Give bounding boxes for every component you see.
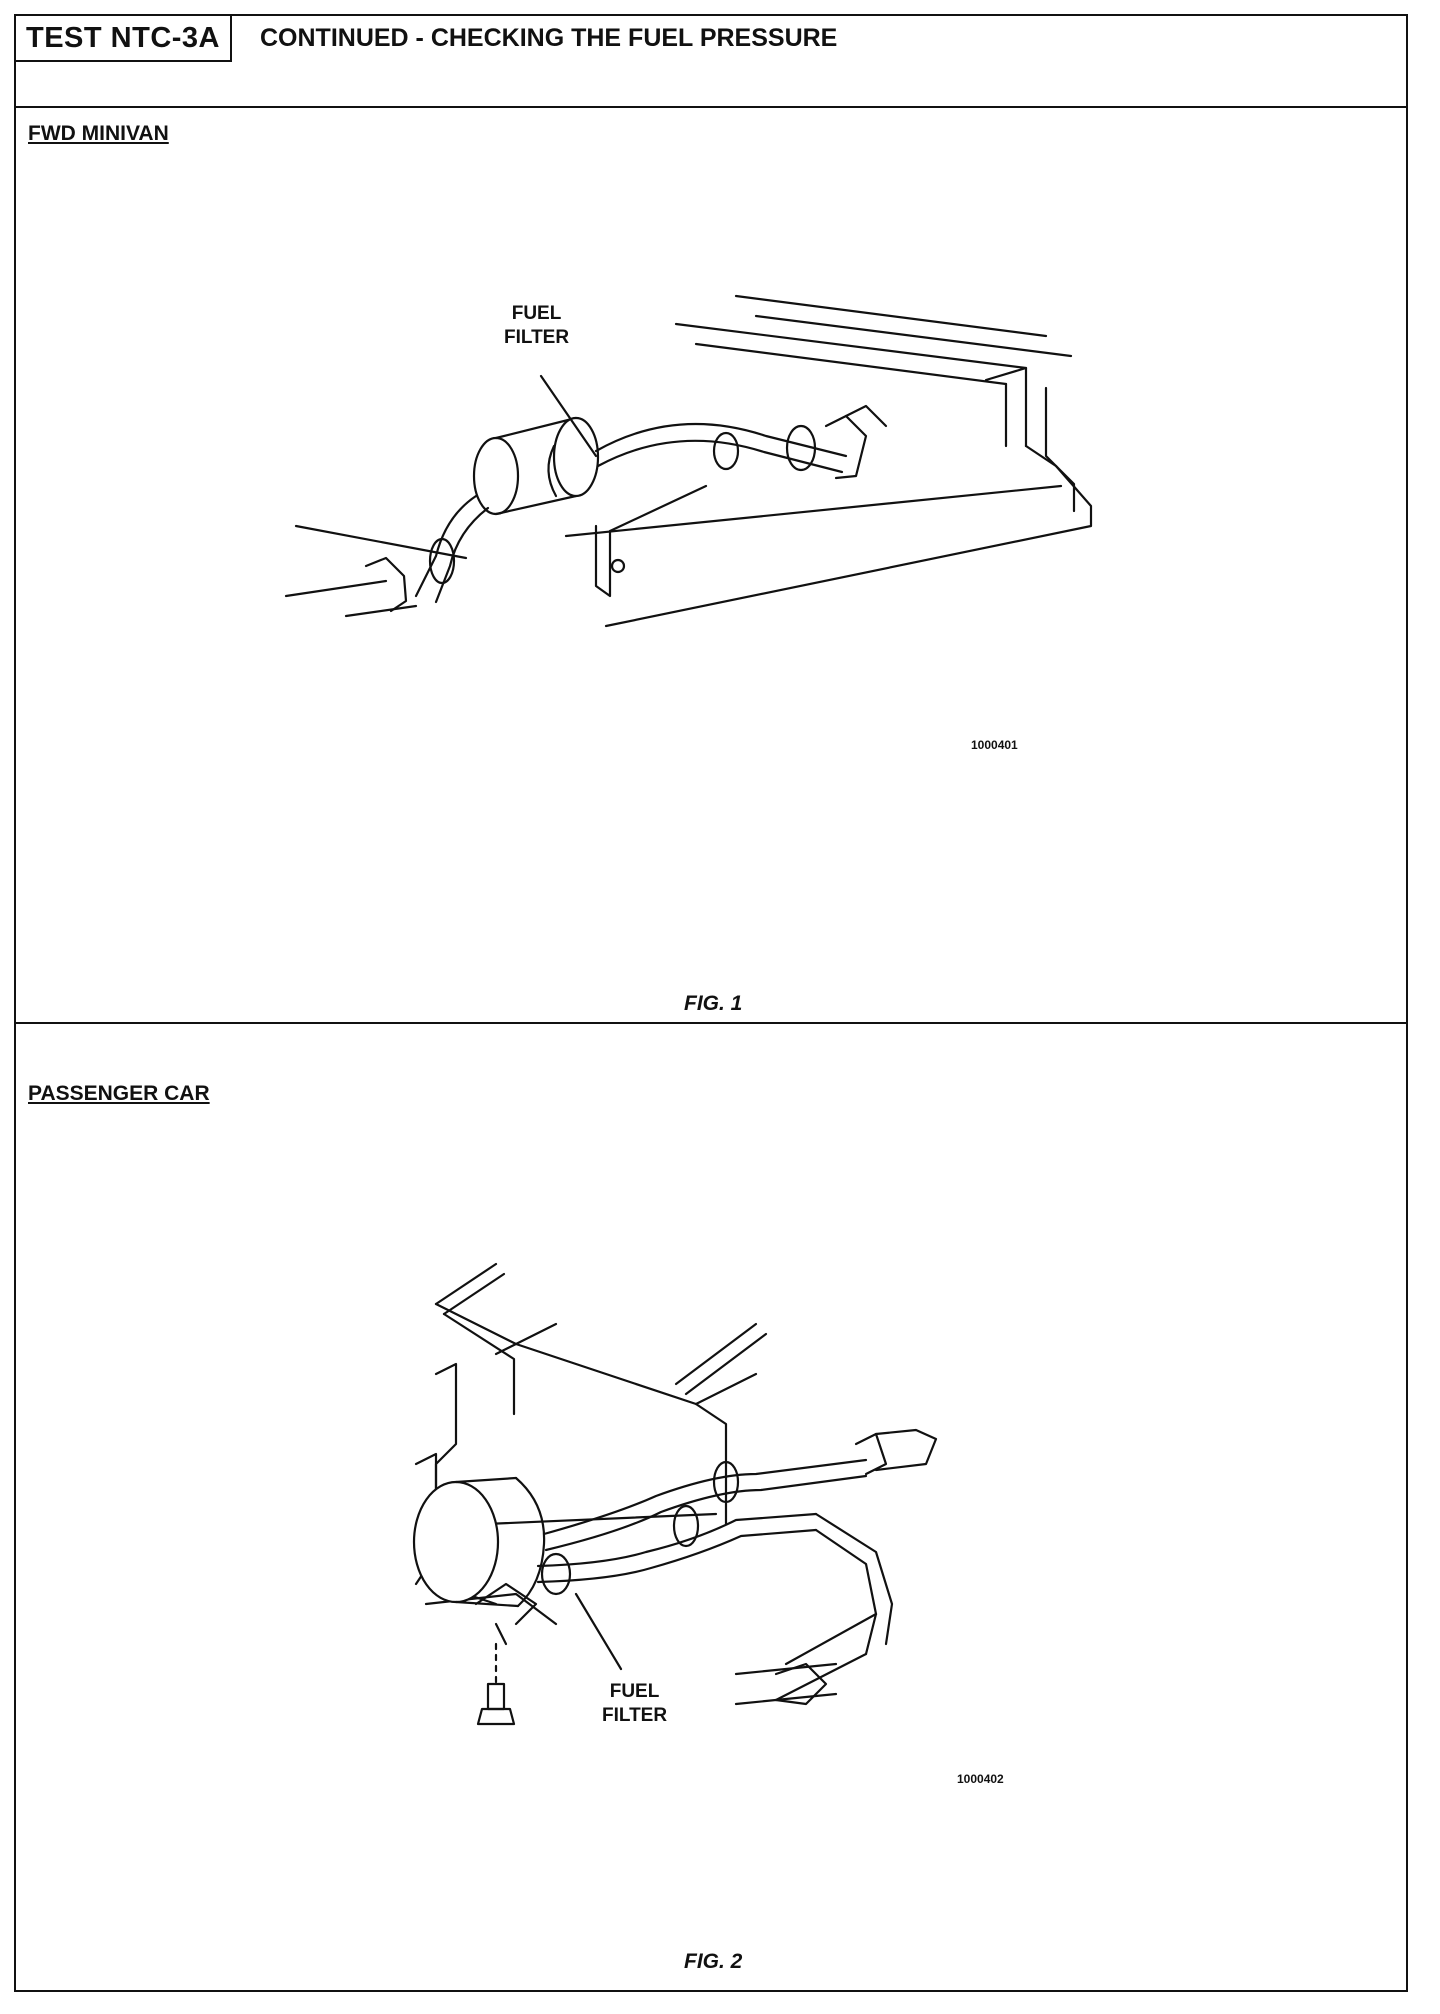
test-id-box: TEST NTC-3A	[16, 16, 232, 62]
fuel-filter-callout-2: FUEL FILTER	[602, 1680, 667, 1728]
fuel-filter-minivan-illustration	[284, 294, 1093, 628]
callout-line-1: FUEL	[511, 303, 562, 324]
page-title: CONTINUED - CHECKING THE FUEL PRESSURE	[260, 24, 838, 52]
figure-1-panel: FWD MINIVAN	[16, 106, 1406, 1024]
figure-2-panel: PASSENGER CAR	[16, 1024, 1406, 1990]
fuel-filter-callout-1: FUEL FILTER	[504, 302, 569, 350]
callout-line-2: FILTER	[504, 327, 570, 348]
callout-line-2: FILTER	[602, 1705, 668, 1726]
section-label-fwd-minivan: FWD MINIVAN	[28, 122, 169, 145]
image-code-1: 1000401	[971, 738, 1018, 752]
callout-line-1: FUEL	[609, 1681, 660, 1702]
manual-page: TEST NTC-3A CONTINUED - CHECKING THE FUE…	[14, 14, 1408, 1992]
image-code-2: 1000402	[957, 1772, 1004, 1786]
figure-1-caption: FIG. 1	[684, 992, 743, 1015]
fuel-filter-passenger-car-illustration	[412, 1262, 938, 1726]
section-label-passenger-car: PASSENGER CAR	[28, 1082, 210, 1105]
page-header: TEST NTC-3A CONTINUED - CHECKING THE FUE…	[16, 16, 1406, 108]
figure-2-caption: FIG. 2	[684, 1950, 743, 1973]
